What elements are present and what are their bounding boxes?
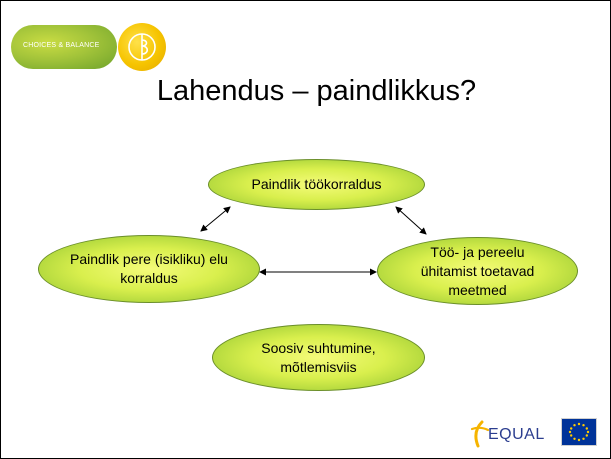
equal-swoosh-icon (470, 420, 490, 448)
equal-logo-text: EQUAL (488, 426, 545, 443)
equal-logo: EQUAL (468, 420, 554, 448)
node-reconciliation-measures: Töö- ja pereelu ühitamist toetavad meetm… (377, 237, 578, 305)
node-reconciliation-measures-label: Töö- ja pereelu ühitamist toetavad meetm… (420, 243, 535, 298)
node-supportive-attitude: Soosiv suhtumine, mõtlemisviis (212, 324, 425, 391)
eu-flag-icon (561, 418, 597, 446)
arrow-top-right (395, 206, 427, 235)
node-supportive-attitude-label: Soosiv suhtumine, mõtlemisviis (261, 339, 376, 375)
node-flexible-work: Paindlik töökorraldus (208, 159, 425, 210)
choices-balance-logo: CHOICES & BALANCE (11, 25, 117, 69)
slide-title: Lahendus – paindlikkus? (156, 75, 477, 107)
cb-logo-icon (118, 23, 166, 71)
logo-text: CHOICES & BALANCE (23, 42, 100, 49)
node-flexible-family-life-label: Paindlik pere (isikliku) elu korraldus (70, 251, 228, 286)
node-flexible-work-label: Paindlik töökorraldus (251, 176, 382, 192)
arrow-top-left (200, 206, 231, 232)
node-flexible-family-life: Paindlik pere (isikliku) elu korraldus (38, 235, 260, 303)
